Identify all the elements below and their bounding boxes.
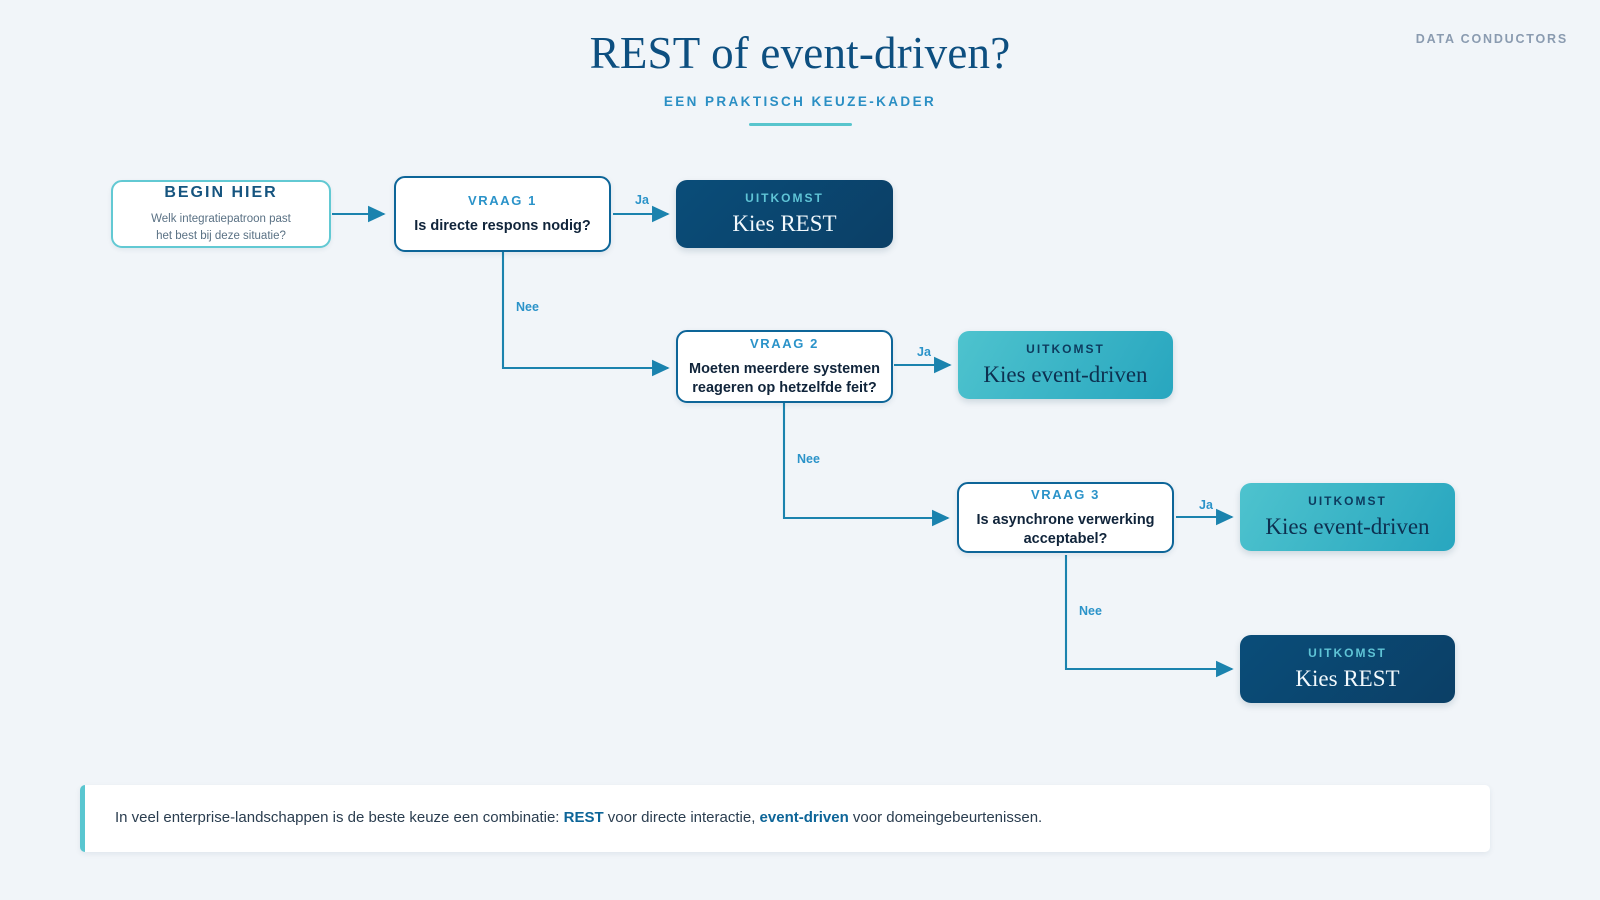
start-title: BEGIN HIER	[164, 183, 278, 201]
node-outcome-event-2[interactable]: UITKOMST Kies event-driven	[1240, 483, 1455, 551]
edge-label-q2-no: Nee	[797, 452, 820, 466]
node-question-3[interactable]: VRAAG 3 Is asynchrone verwerking accepta…	[957, 482, 1174, 553]
question-2-line1: Moeten meerdere systemen	[689, 360, 880, 377]
question-3-line2: acceptabel?	[1023, 530, 1108, 547]
node-outcome-rest-2[interactable]: UITKOMST Kies REST	[1240, 635, 1455, 703]
node-outcome-event-1[interactable]: UITKOMST Kies event-driven	[958, 331, 1173, 399]
question-1-text: Is directe respons nodig?	[414, 217, 590, 236]
start-subtitle-line1: Welk integratiepatroon past	[151, 212, 291, 225]
footer-text-after: voor domeingebeurtenissen.	[848, 809, 1043, 826]
brand-label: DATA CONDUCTORS	[1415, 32, 1568, 46]
outcome-4-kicker: UITKOMST	[1308, 645, 1387, 660]
start-subtitle-line2: het best bij deze situatie?	[156, 229, 286, 242]
footer-callout: In veel enterprise-landschappen is de be…	[80, 785, 1490, 852]
outcome-2-text: Kies event-driven	[983, 361, 1148, 387]
question-3-line1: Is asynchrone verwerking	[976, 511, 1155, 528]
title-divider	[748, 122, 852, 126]
question-3-kicker: VRAAG 3	[1031, 486, 1100, 502]
outcome-1-text: Kies REST	[732, 210, 837, 236]
edge-label-q3-yes: Ja	[1199, 498, 1213, 512]
outcome-4-text: Kies REST	[1295, 665, 1400, 691]
outcome-1-kicker: UITKOMST	[745, 190, 824, 205]
footer-bold-rest: REST	[563, 809, 604, 826]
node-start[interactable]: BEGIN HIER Welk integratiepatroon past h…	[111, 180, 331, 248]
edge-label-q2-yes: Ja	[917, 345, 931, 359]
node-question-2[interactable]: VRAAG 2 Moeten meerdere systemen reagere…	[676, 330, 893, 403]
footer-text-middle: voor directe interactie,	[603, 809, 760, 826]
page-subtitle: EEN PRAKTISCH KEUZE-KADER	[663, 93, 937, 109]
outcome-2-kicker: UITKOMST	[1026, 341, 1105, 356]
footer-text-before: In veel enterprise-landschappen is de be…	[115, 809, 564, 826]
page-header: REST of event-driven? EEN PRAKTISCH KEUZ…	[0, 28, 1600, 126]
edge-label-q1-no: Nee	[516, 300, 539, 314]
start-subtitle: Welk integratiepatroon past het best bij…	[151, 211, 291, 244]
edge-label-q3-no: Nee	[1079, 604, 1102, 618]
outcome-3-kicker: UITKOMST	[1308, 493, 1387, 508]
question-3-text: Is asynchrone verwerking acceptabel?	[976, 511, 1154, 549]
outcome-3-text: Kies event-driven	[1265, 513, 1430, 539]
node-outcome-rest-1[interactable]: UITKOMST Kies REST	[676, 180, 893, 248]
footer-bold-event: event-driven	[759, 809, 849, 826]
node-question-1[interactable]: VRAAG 1 Is directe respons nodig?	[394, 176, 611, 252]
question-2-line2: reageren op hetzelfde feit?	[692, 379, 877, 396]
question-2-text: Moeten meerdere systemen reageren op het…	[689, 360, 880, 398]
question-2-kicker: VRAAG 2	[750, 335, 819, 351]
page-title: REST of event-driven?	[589, 28, 1011, 78]
question-1-line1: Is directe respons nodig?	[414, 217, 591, 234]
edge-label-q1-yes: Ja	[635, 193, 649, 207]
question-1-kicker: VRAAG 1	[468, 192, 537, 208]
